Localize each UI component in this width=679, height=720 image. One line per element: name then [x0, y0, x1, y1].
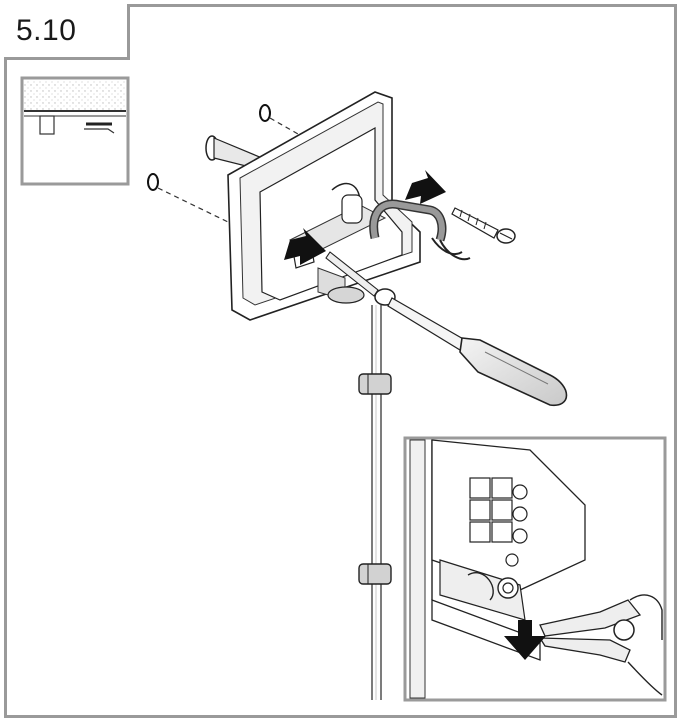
figure-frame: [4, 4, 677, 718]
cable-clip-upper: [358, 373, 392, 395]
terminal-housing: [227, 91, 421, 321]
screwdriver: [325, 251, 568, 406]
step-number-box: 5.10: [4, 4, 130, 60]
cable-clip-lower: [358, 563, 392, 585]
arrow-break-out: [504, 620, 546, 660]
pliers: [538, 594, 663, 696]
cable-hook: [369, 199, 471, 261]
arrow-screw-in-left: [284, 228, 326, 265]
fixing-screw: [451, 207, 516, 244]
wall-plug-lower: [147, 173, 229, 223]
mounting-location-thumbnail: [20, 76, 130, 186]
step-number: 5.10: [16, 13, 77, 47]
arrow-screw-in-right: [405, 170, 446, 204]
cable: [371, 305, 382, 700]
wall-plug-upper: [259, 104, 306, 139]
terminal-block: [467, 477, 528, 601]
